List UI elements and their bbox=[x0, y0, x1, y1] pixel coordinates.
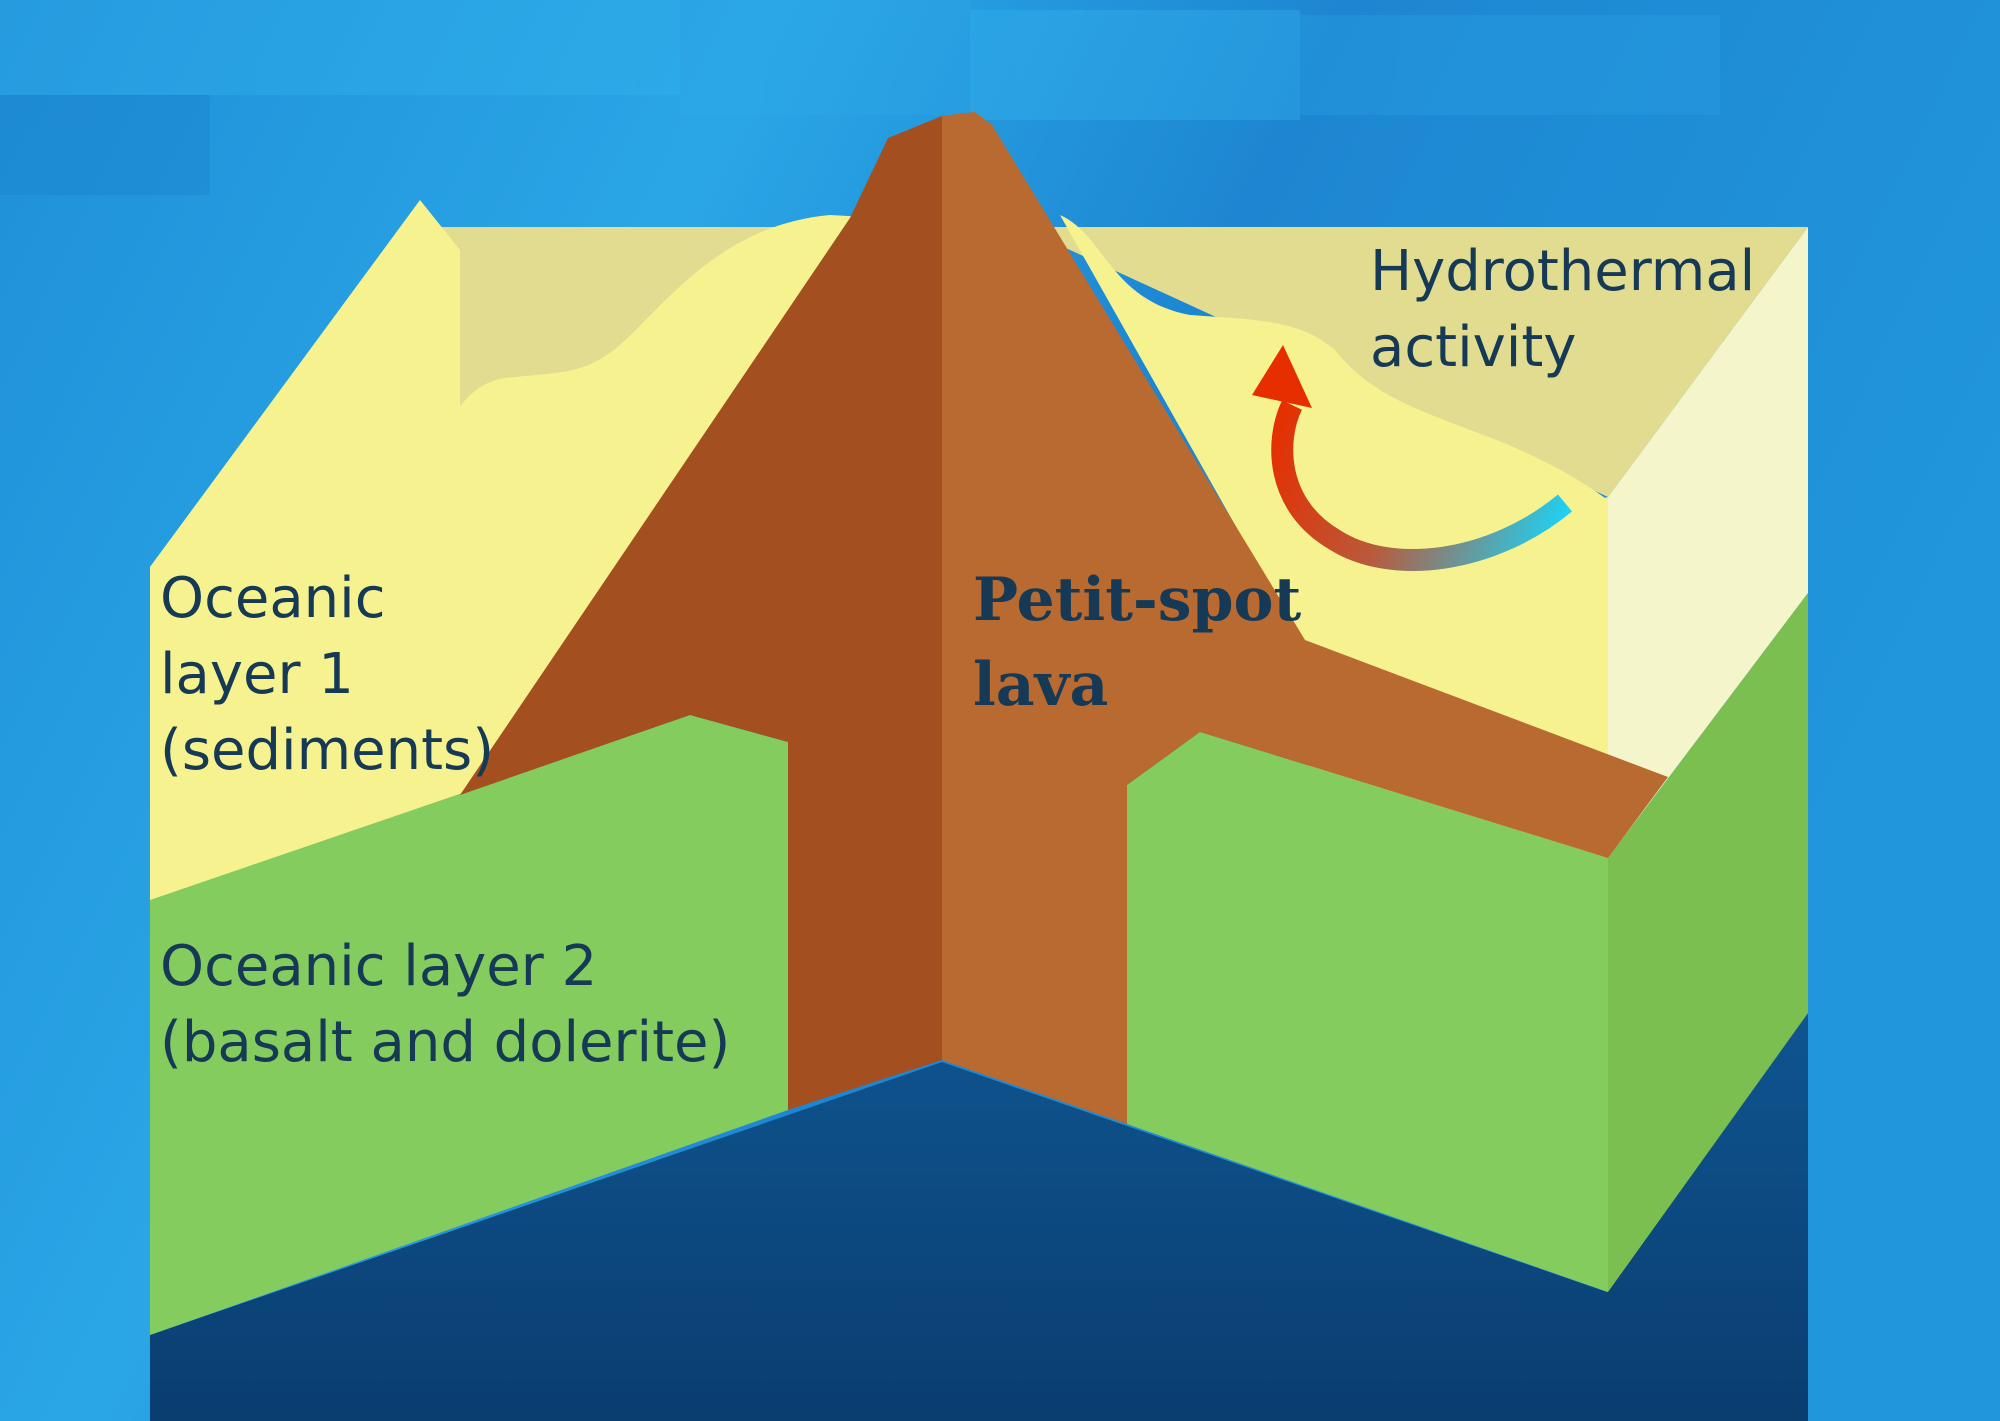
basalt-side-face bbox=[1608, 593, 1808, 1292]
sediment-top-surface bbox=[150, 227, 1808, 567]
sediment-side-face bbox=[1608, 227, 1808, 858]
label-hydrothermal-activity: Hydrothermal activity bbox=[1370, 239, 1773, 380]
lava-conduit-light bbox=[942, 112, 1668, 1124]
sediment-front-left bbox=[150, 200, 460, 900]
arrow-head-icon bbox=[1252, 345, 1312, 408]
hydrothermal-arrow bbox=[1271, 400, 1573, 571]
water-streaks bbox=[0, 0, 1720, 195]
label-petit-spot-lava: Petit-spot lava bbox=[973, 565, 1322, 720]
basalt-front-left bbox=[150, 715, 788, 1335]
label-oceanic-layer-2: Oceanic layer 2 (basalt and dolerite) bbox=[160, 934, 730, 1075]
label-oceanic-layer-1: Oceanic layer 1 (sediments) bbox=[160, 566, 494, 783]
mantle-block bbox=[150, 1013, 1808, 1421]
basalt-front-right bbox=[1127, 732, 1608, 1292]
lava-conduit-dark bbox=[460, 116, 942, 1110]
